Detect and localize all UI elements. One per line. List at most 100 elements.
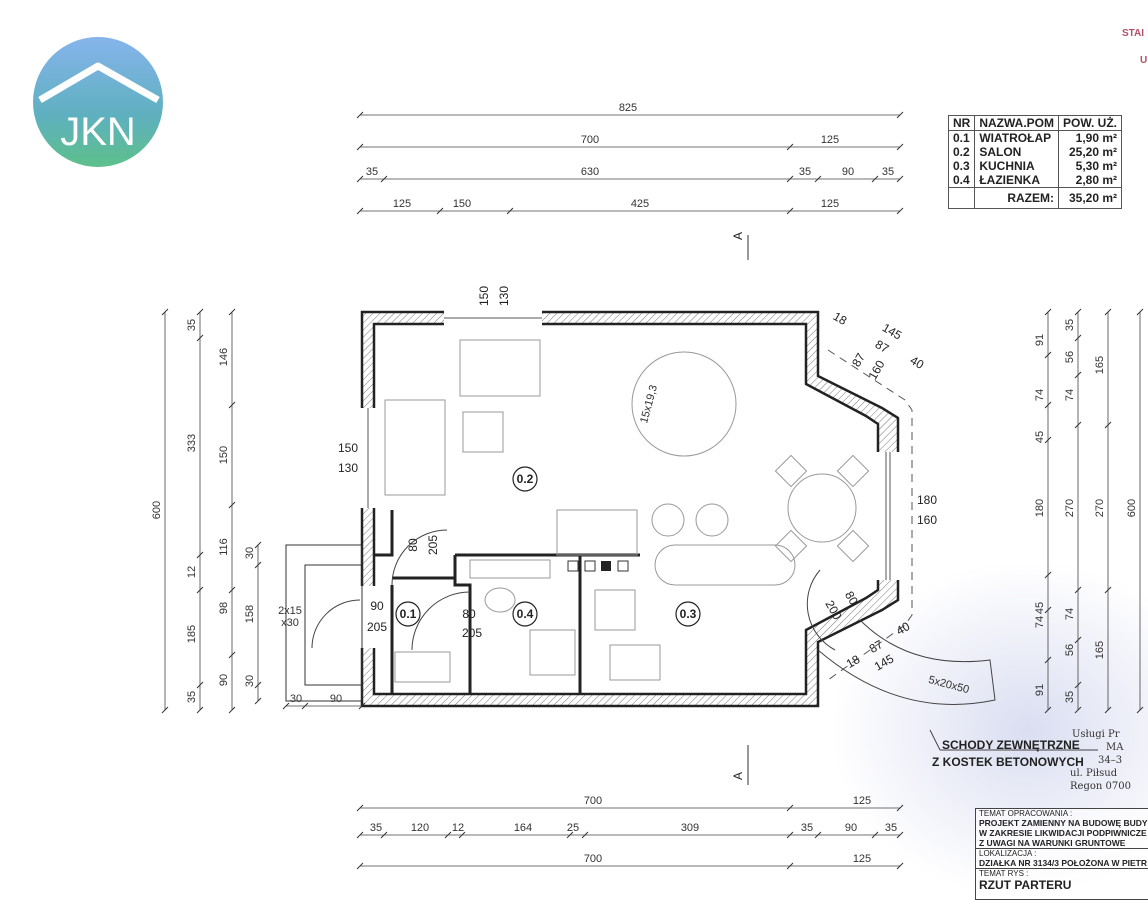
room-number: 0.1	[400, 607, 417, 621]
left-dim-2-label: 12	[186, 566, 198, 578]
top-dim-3-label: 35	[882, 166, 894, 178]
row-nr: 0.3	[947, 159, 976, 173]
bay-window-label: 160	[917, 513, 937, 527]
bottom-dim-2-label: 35	[801, 822, 813, 834]
bottom-dim-2-label: 12	[452, 822, 464, 834]
left-dim-2-label: 185	[186, 625, 198, 643]
subject-line: PROJEKT ZAMIENNY NA BUDOWĘ BUDY	[979, 818, 1148, 828]
stamp-line: MA	[1106, 742, 1124, 753]
corner-red-text: STAI	[1122, 28, 1145, 39]
subject-line: W ZAKRESIE LIKWIDACJI PODPIWNICZE	[979, 828, 1147, 838]
top-dim-3-label: 35	[799, 166, 811, 178]
row-area: 2,80 m²	[1058, 173, 1123, 188]
inner-door-label: 80	[462, 607, 476, 621]
room-number: 0.2	[517, 472, 534, 486]
bottom-dim-2-label: 35	[885, 822, 897, 834]
right-dim-3-label: 270	[1094, 499, 1106, 517]
bottom-dim-1-label: 125	[853, 795, 871, 807]
top-dim-4-label: 150	[453, 198, 471, 210]
section-marker-bottom: A	[731, 772, 745, 780]
room-marker: 0.2	[512, 466, 538, 492]
left-dim-3-label: 98	[218, 602, 230, 614]
bottom-dim-1-label: 700	[584, 795, 602, 807]
right-dim-2-label: 56	[1064, 644, 1076, 656]
row-nr: 0.4	[947, 173, 976, 188]
bay-bottom-dim: 18	[844, 652, 863, 671]
row-name: WIATROŁAP	[974, 130, 1060, 145]
row-nr: 0.1	[947, 130, 976, 145]
col-nr: NR	[947, 115, 976, 131]
left-dim-2-label: 35	[186, 319, 198, 331]
right-dim-1-label: 45	[1034, 431, 1046, 443]
left-dim-3-label: 146	[218, 348, 230, 366]
total-value: 35,20 m²	[1058, 187, 1123, 209]
top-dim-3-label: 35	[366, 166, 378, 178]
entry-steps-label: x30	[281, 617, 299, 629]
row-area: 1,90 m²	[1058, 130, 1123, 145]
stamp-line: 34–3	[1098, 755, 1123, 766]
right-dim-3-label: 165	[1094, 641, 1106, 659]
right-dim-1-label: 91	[1034, 334, 1046, 346]
bay-bottom-dim: 87	[867, 637, 886, 656]
row-name: KUCHNIA	[974, 159, 1060, 173]
row-nr: 0.2	[947, 145, 976, 159]
subject-label: TEMAT OPRACOWANIA :	[979, 809, 1073, 818]
right-dim-1-label: 74	[1034, 616, 1046, 628]
right-dim-2-label: 74	[1064, 389, 1076, 401]
left-dim-4-label: 30	[244, 547, 256, 559]
room-marker: 0.4	[512, 601, 538, 627]
left-dim-2-label: 35	[186, 691, 198, 703]
top-dim-4-label: 125	[821, 198, 839, 210]
right-dim-1-label: 45	[1034, 602, 1046, 614]
top-dim-3-label: 630	[581, 166, 599, 178]
left-dim-4-label: 30	[244, 675, 256, 687]
title-block: TEMAT OPRACOWANIA : PROJEKT ZAMIENNY NA …	[975, 808, 1148, 900]
drawing-title: RZUT PARTERU	[979, 878, 1072, 892]
stamp-line: ul. Piłsud	[1070, 768, 1118, 779]
stairs-note-2: Z KOSTEK BETONOWYCH	[932, 755, 1084, 769]
bay-bottom-dim: 40	[894, 619, 913, 638]
room-number: 0.4	[517, 607, 534, 621]
right-dim-3-label: 165	[1094, 356, 1106, 374]
left-window-label: 150	[338, 441, 358, 455]
entry-steps-label: 2x15	[278, 605, 302, 617]
left-dim-4-label: 158	[244, 605, 256, 623]
stairs-note-1: SCHODY ZEWNĘTRZNE	[942, 738, 1080, 752]
top-window-label: 150	[477, 286, 491, 306]
bottom-dim-2-label: 35	[370, 822, 382, 834]
bottom-dim-2-label: 164	[514, 822, 532, 834]
section-marker-top: A	[731, 232, 745, 240]
top-window-label: 130	[497, 286, 511, 306]
spiral-stairs-label: 15x19,3	[638, 384, 660, 425]
corner-red-text-2: U	[1140, 55, 1148, 66]
left-dim-2-label: 333	[186, 434, 198, 452]
stamp-line: Regon 0700	[1070, 781, 1131, 792]
bay-door-label: 80	[842, 589, 861, 608]
right-dim-1-label: 91	[1034, 684, 1046, 696]
left-dim-3-label: 116	[218, 538, 230, 556]
logo-text: JKN	[60, 110, 136, 154]
entry-dim-label: 90	[330, 693, 342, 705]
room-marker: 0.3	[675, 601, 701, 627]
right-dim-1-label: 74	[1034, 389, 1046, 401]
bottom-dim-2-label: 25	[567, 822, 579, 834]
inner-door-label: 205	[426, 535, 440, 555]
inner-door-label: 80	[406, 538, 420, 552]
walls	[285, 235, 1098, 785]
stamp-line: Usługi Pr	[1072, 729, 1120, 740]
bottom-dim-3-label: 125	[853, 853, 871, 865]
bay-diag-label: 160	[865, 358, 887, 383]
right-dim-4-label: 600	[1126, 499, 1138, 517]
bay-top-dim: 40	[908, 353, 927, 372]
jkn-logo: JKN	[33, 37, 163, 167]
bottom-dim-2-label: 120	[411, 822, 429, 834]
ext-stairs-label: 5x20x50	[927, 674, 970, 696]
row-name: SALON	[974, 145, 1060, 159]
row-name: ŁAZIENKA	[974, 173, 1060, 188]
room-labels: 0.2 0.1 0.4 0.3	[395, 466, 701, 627]
entry-door-label: 205	[367, 620, 387, 634]
left-window-label: 130	[338, 461, 358, 475]
